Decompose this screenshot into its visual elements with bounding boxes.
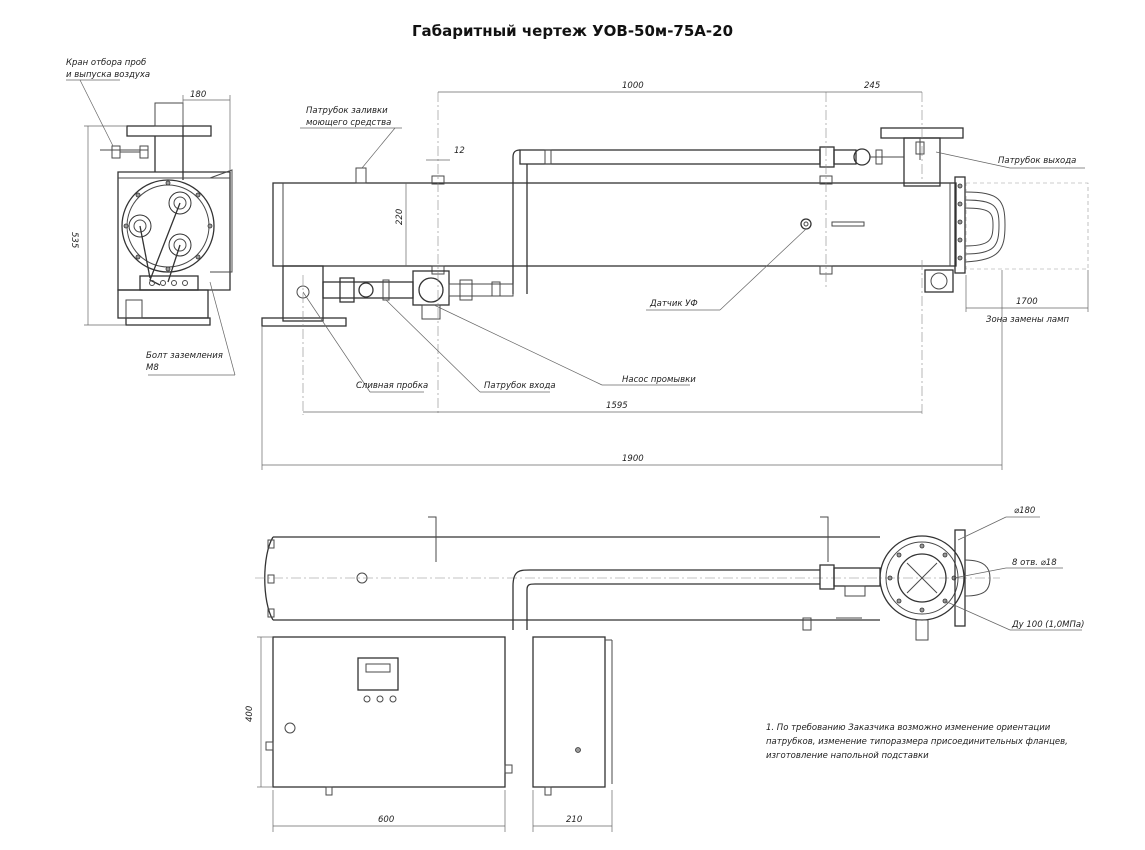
dim-245: 245 — [864, 81, 880, 91]
drain-label: Сливная пробка — [356, 381, 428, 391]
dim-dia-180: ⌀180 — [1014, 506, 1035, 516]
filler-label-line2: моющего средства — [306, 118, 391, 128]
filler-label-line1: Патрубок заливки — [306, 106, 388, 116]
dim-12: 12 — [454, 146, 465, 156]
note-line3: изготовление напольной подставки — [766, 751, 929, 761]
dim-1000: 1000 — [622, 81, 644, 91]
lamp-zone-label: Зона замены ламп — [986, 315, 1070, 325]
dim-1700: 1700 — [1016, 297, 1038, 307]
inlet-label: Патрубок входа — [484, 381, 556, 391]
annotations: Кран отбора проб и выпуска воздуха 180 5… — [66, 58, 1084, 825]
front-view — [261, 91, 1089, 470]
ground-label-line2: М8 — [146, 363, 159, 373]
pump-label: Насос промывки — [622, 375, 696, 385]
dim-535: 535 — [69, 232, 79, 248]
bolts-label: 8 отв. ⌀18 — [1012, 558, 1057, 568]
dim-220: 220 — [395, 209, 405, 225]
dim-1900: 1900 — [622, 454, 644, 464]
note-line2: патрубков, изменение типоразмера присоед… — [766, 737, 1068, 747]
dn-label: Ду 100 (1,0МПа) — [1011, 620, 1084, 630]
side-view — [66, 79, 236, 376]
control-cabinet — [257, 636, 613, 832]
dim-600: 600 — [378, 815, 394, 825]
note-line1: 1. По требованию Заказчика возможно изме… — [766, 723, 1051, 733]
drawing-title: Габаритный чертеж УОВ-50м-75А-20 — [411, 22, 734, 40]
outlet-label: Патрубок выхода — [998, 156, 1076, 166]
top-view — [255, 516, 1082, 641]
valve-label-line2: и выпуска воздуха — [66, 70, 150, 80]
dim-1595: 1595 — [606, 401, 628, 411]
valve-label-line1: Кран отбора проб — [66, 58, 146, 68]
dim-180: 180 — [190, 90, 206, 100]
ground-label-line1: Болт заземления — [146, 351, 223, 361]
dim-400: 400 — [245, 706, 255, 722]
dim-210: 210 — [566, 815, 582, 825]
uv-sensor-label: Датчик УФ — [649, 299, 698, 309]
